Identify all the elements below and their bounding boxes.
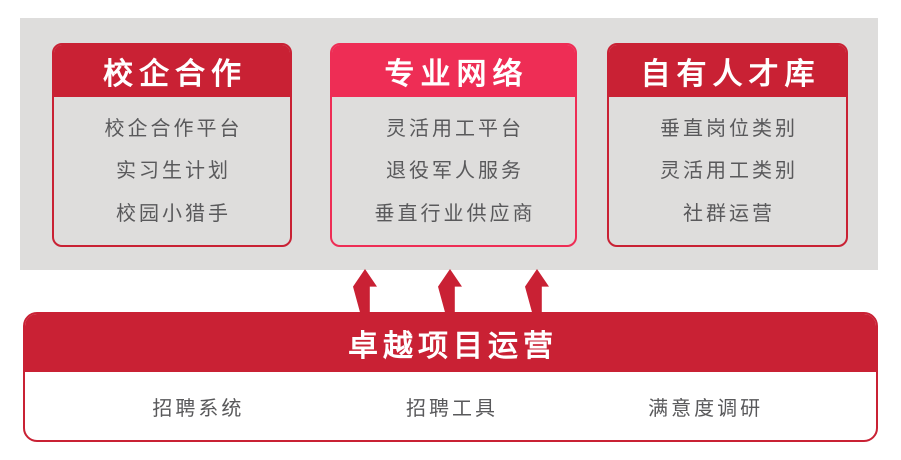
- operations-bar-item: 招聘系统: [152, 397, 245, 420]
- arrow-up-icon: [525, 269, 549, 313]
- card-item: 校园小猎手: [116, 203, 231, 226]
- card-item: 垂直岗位类别: [660, 117, 798, 140]
- card-title: 专业网络: [332, 45, 575, 97]
- card-item: 社群运营: [683, 203, 775, 226]
- card-item: 灵活用工类别: [660, 160, 798, 183]
- card-school-enterprise-cooperation: 校企合作 校企合作平台 实习生计划 校园小猎手: [52, 43, 292, 247]
- card-title: 校企合作: [54, 45, 290, 97]
- card-body: 灵活用工平台 退役军人服务 垂直行业供应商: [332, 97, 575, 245]
- operations-bar-item: 满意度调研: [648, 397, 764, 420]
- card-item: 灵活用工平台: [386, 117, 524, 140]
- arrow-up-icon: [353, 269, 377, 313]
- card-body: 垂直岗位类别 灵活用工类别 社群运营: [609, 97, 846, 245]
- operations-bar-item: 招聘工具: [406, 397, 498, 420]
- card-item: 退役军人服务: [386, 160, 524, 183]
- top-panel: 校企合作 校企合作平台 实习生计划 校园小猎手 专业网络 灵活用工平台 退役军人…: [20, 18, 878, 270]
- operations-bar-body: 招聘系统 招聘工具 满意度调研: [25, 372, 876, 440]
- card-own-talent-pool: 自有人才库 垂直岗位类别 灵活用工类别 社群运营: [607, 43, 848, 247]
- card-item: 实习生计划: [116, 160, 231, 183]
- operations-bar: 卓越项目运营 招聘系统 招聘工具 满意度调研: [23, 312, 878, 442]
- card-professional-network: 专业网络 灵活用工平台 退役军人服务 垂直行业供应商: [330, 43, 577, 247]
- operations-bar-title: 卓越项目运营: [25, 314, 876, 372]
- card-body: 校企合作平台 实习生计划 校园小猎手: [54, 97, 290, 245]
- card-item: 垂直行业供应商: [374, 203, 536, 226]
- arrow-up-icon: [438, 269, 462, 313]
- card-item: 校企合作平台: [104, 117, 243, 140]
- card-title: 自有人才库: [609, 45, 846, 97]
